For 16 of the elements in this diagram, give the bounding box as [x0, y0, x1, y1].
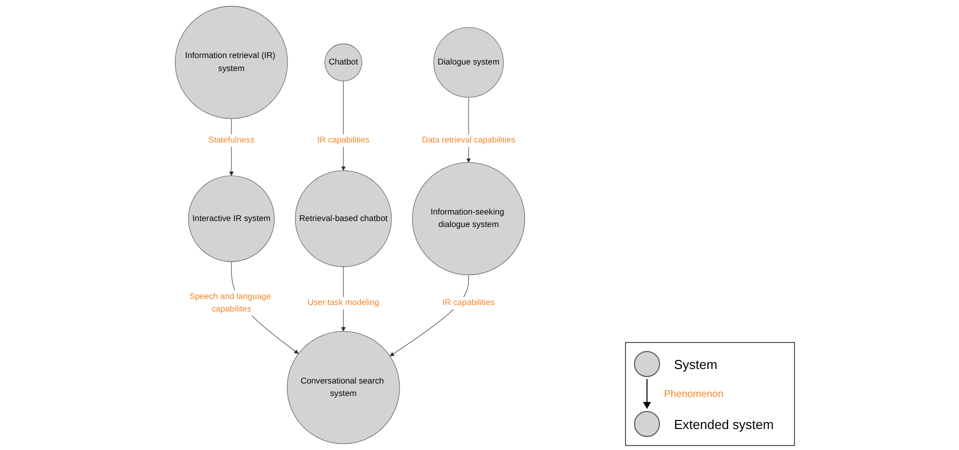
edge-label: IR capabilities	[317, 136, 370, 145]
node-circle: Information retrieval (IR) system	[174, 6, 288, 119]
node-circle: Conversational search system	[286, 331, 400, 444]
legend-label: System	[674, 356, 718, 372]
node-circle: Chatbot	[324, 44, 362, 82]
edge-label: User task modeling	[308, 298, 380, 308]
legend-label: Extended system	[674, 416, 774, 432]
edge-label: Speech and language capabilites	[190, 292, 271, 314]
edge-label: Data retrieval capabilities	[422, 136, 516, 145]
node-circle: Dialogue system	[434, 27, 504, 98]
node-circle: Interactive IR system	[188, 176, 275, 262]
edge-label: IR capabilities	[442, 298, 495, 308]
node-circle: Retrieval-based chatbot	[295, 170, 392, 268]
edge-label: Statefulness	[208, 136, 254, 145]
node-circle: Information-seeking dialogue system	[412, 162, 526, 276]
legend-label: Phenomenon	[664, 388, 724, 400]
